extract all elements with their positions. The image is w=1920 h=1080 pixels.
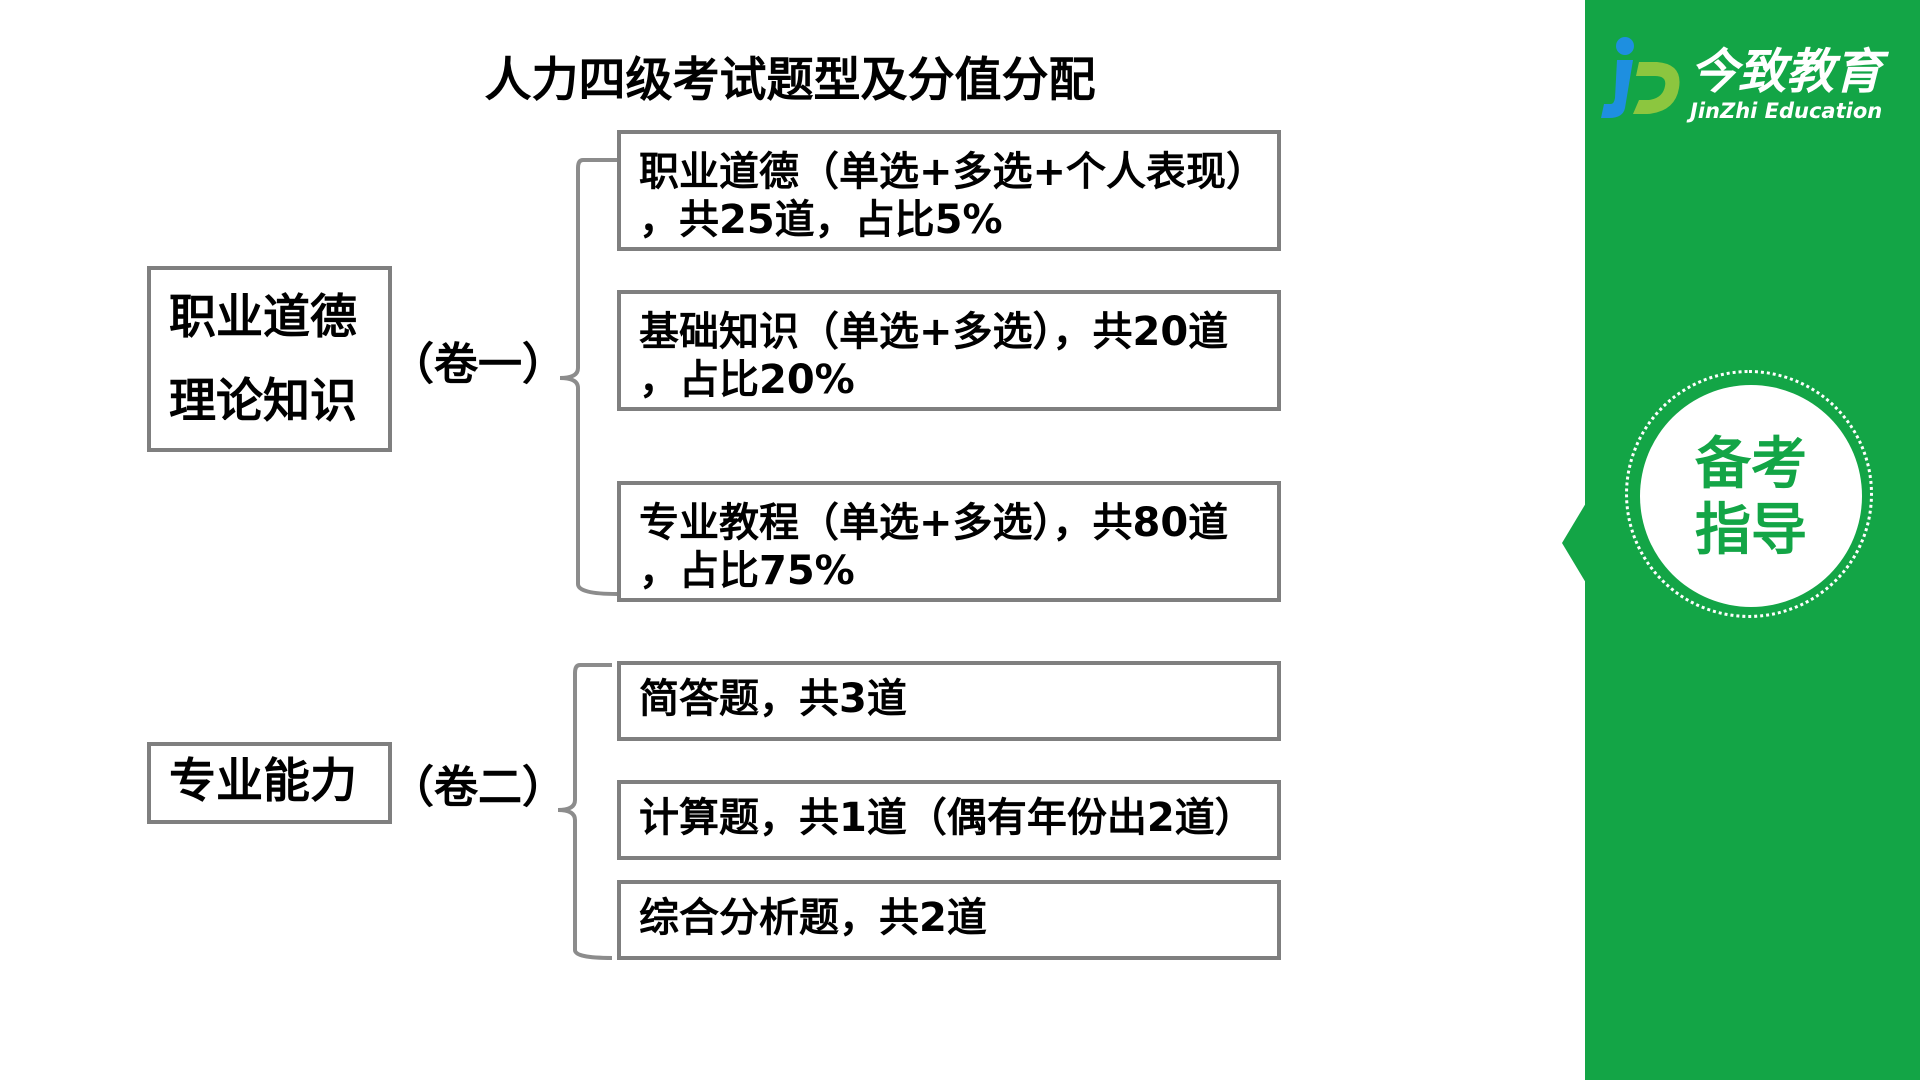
page-title: 人力四级考试题型及分值分配: [484, 53, 1096, 108]
guide-badge-ring: [1625, 370, 1873, 618]
paper2-item-analysis: 综合分析题，共2道: [617, 880, 1281, 960]
paper2-subject-box: 专业能力: [147, 742, 392, 824]
paper1-item-ethics: 职业道德（单选+多选+个人表现） ，共25道，占比5%: [617, 130, 1281, 251]
paper1-item-ethics-line1: 职业道德（单选+多选+个人表现）: [639, 149, 1267, 195]
paper2-item-short-answer-text: 简答题，共3道: [639, 676, 907, 722]
paper1-item-tutorial-line1: 专业教程（单选+多选），共80道: [639, 500, 1229, 546]
paper1-subject-box: 职业道德 理论知识: [147, 266, 392, 452]
sidebar-notch: [1562, 503, 1586, 583]
paper1-item-tutorial: 专业教程（单选+多选），共80道 ，占比75%: [617, 481, 1281, 602]
paper1-label: （卷一）: [390, 339, 566, 390]
paper1-subject-line1: 职业道德: [169, 290, 357, 345]
paper1-brace: [559, 158, 618, 596]
paper2-item-calculation-text: 计算题，共1道（偶有年份出2道）: [639, 795, 1255, 841]
jinzhi-logo-icon: [1601, 37, 1680, 118]
guide-badge: [1640, 385, 1862, 607]
paper1-item-tutorial-line2: ，占比75%: [639, 548, 855, 594]
guide-badge-text: 备考指导: [1695, 432, 1807, 563]
paper2-subject: 专业能力: [169, 754, 357, 809]
brand-name-cn: 今致教育: [1690, 44, 1883, 100]
paper2-label: （卷二）: [390, 762, 566, 813]
brand-name-en: JinZhi Education: [1690, 99, 1883, 123]
paper1-subject-line2: 理论知识: [169, 374, 357, 429]
paper1-item-basics-line1: 基础知识（单选+多选），共20道: [639, 309, 1229, 355]
paper1-item-basics-line2: ，占比20%: [639, 357, 855, 403]
paper1-item-ethics-line2: ，共25道，占比5%: [639, 197, 1003, 243]
paper2-brace: [557, 663, 613, 960]
paper1-item-basics: 基础知识（单选+多选），共20道 ，占比20%: [617, 290, 1281, 411]
paper2-item-calculation: 计算题，共1道（偶有年份出2道）: [617, 780, 1281, 860]
paper2-item-short-answer: 简答题，共3道: [617, 661, 1281, 741]
paper2-item-analysis-text: 综合分析题，共2道: [639, 895, 987, 941]
